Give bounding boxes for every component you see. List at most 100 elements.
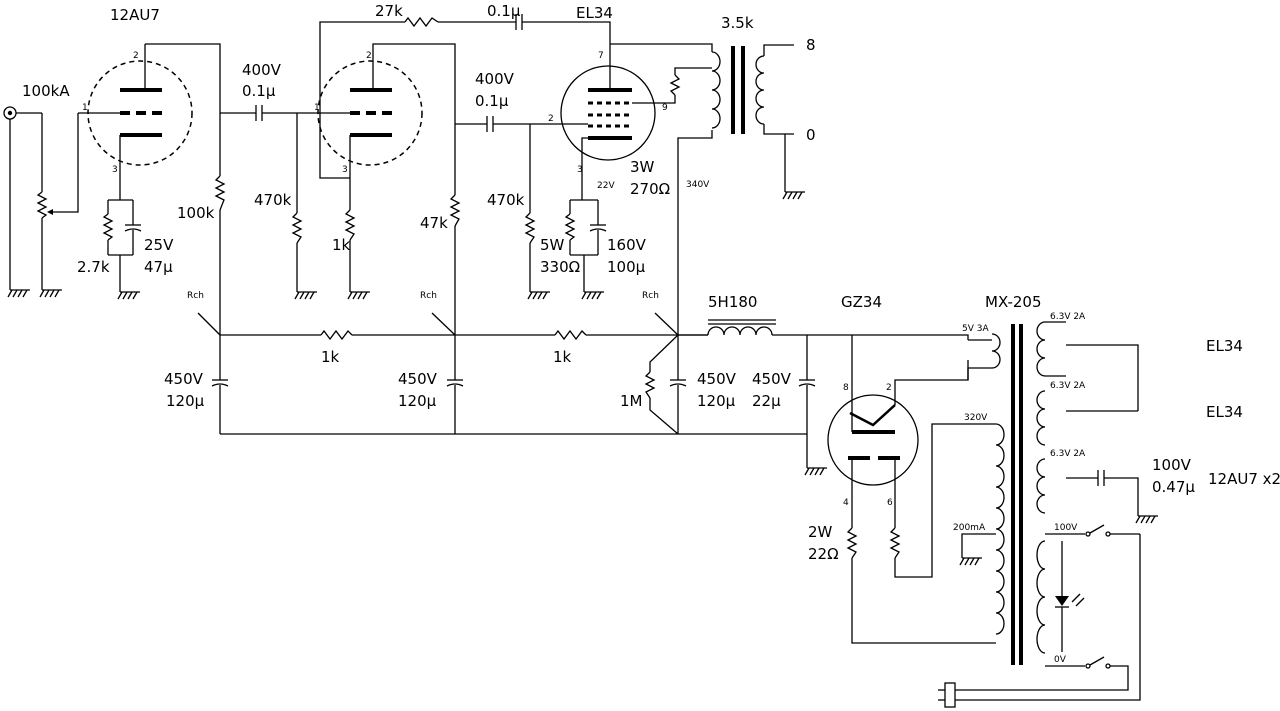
power-transformer: MX-205 5V 3A 320V 200mA 6.3V 2A 6.3V 2A … (852, 293, 1195, 667)
winding-5v-label: 5V 3A (962, 324, 989, 334)
rail-resistor-1-label: 1k (321, 348, 340, 366)
heater-cap-voltage: 100V (1152, 456, 1192, 474)
screen-resistor-label: 270Ω (630, 180, 670, 198)
opt-tap-0: 0 (806, 126, 816, 144)
feedback-resistor-label: 27k (375, 2, 403, 20)
heater-el34-2: EL34 (1206, 403, 1243, 421)
b-plus-voltage: 340V (686, 180, 710, 190)
el34-cathode-network: 22V 5W 330Ω 160V 100μ (540, 181, 647, 300)
el34-screen-network: 3W 270Ω 340V (630, 67, 712, 198)
v1-plate-resistor-label: 100k (177, 204, 215, 222)
filter-cap-1-voltage: 450V (164, 370, 204, 388)
tube-gz34: GZ34 8 2 4 6 (827, 293, 969, 528)
el34-grid-resistor-label: 470k (487, 191, 525, 209)
el34-pin-grid: 2 (548, 114, 554, 124)
v1-cathode-cap-voltage: 25V (144, 236, 174, 254)
el34-pin-screen: 9 (662, 103, 668, 113)
choke: 5H180 (678, 293, 852, 336)
output-transformer: 3.5k 8 0 (711, 14, 816, 200)
el34-cathode-voltage: 22V (597, 181, 615, 191)
v2-pin-plate: 2 (366, 51, 372, 61)
gz34-pin-2: 2 (886, 383, 892, 393)
cap1-value: 0.1μ (242, 82, 276, 100)
v2-pin-cathode: 3 (342, 165, 348, 175)
filter-cap-2: 450V 120μ (398, 335, 464, 434)
cap1-voltage: 400V (242, 61, 282, 79)
primary-100v-label: 100V (1054, 523, 1078, 533)
coupling-cap-2: 400V 0.1μ (455, 70, 570, 132)
gz34-pin-8: 8 (843, 383, 849, 393)
el34-cathode-resistor-label: 330Ω (540, 258, 580, 276)
filter-cap-2-value: 120μ (398, 392, 437, 410)
el34-cathode-cap-value: 100μ (607, 258, 646, 276)
gz34-pin-4: 4 (843, 498, 849, 508)
choke-label: 5H180 (708, 293, 757, 311)
input-jack (3, 106, 42, 298)
el34-type: EL34 (576, 4, 613, 22)
rect-resistor-label: 22Ω (808, 545, 839, 563)
heater-cap-value: 0.47μ (1152, 478, 1195, 496)
winding-heater-3-label: 6.3V 2A (1050, 449, 1086, 459)
filter-cap-3-value: 120μ (697, 392, 736, 410)
feedback-network: 27k 0.1μ (319, 2, 611, 179)
power-transformer-model: MX-205 (985, 293, 1042, 311)
v2-cathode-resistor-label: 1k (332, 236, 351, 254)
v1-cathode-network: 2.7k 25V 47μ (77, 199, 174, 300)
bleeder-label: 1M (620, 392, 643, 410)
grid-resistor-1-label: 470k (254, 191, 292, 209)
winding-200ma-label: 200mA (953, 523, 986, 533)
screen-resistor-watt: 3W (630, 158, 655, 176)
rch-1: Rch (187, 291, 204, 301)
v1-type: 12AU7 (110, 6, 160, 24)
rch-2: Rch (420, 291, 437, 301)
tube-v2: 2 1 3 (314, 51, 423, 175)
gz34-pin-6: 6 (887, 498, 893, 508)
tube-v1: 12AU7 2 1 3 (78, 6, 193, 175)
v2-pin-grid: 1 (314, 103, 320, 113)
v2-plate-resistor: 47k (420, 194, 461, 335)
v1-pin-plate: 2 (133, 51, 139, 61)
rect-resistor-watt: 2W (808, 523, 833, 541)
mains-switch-and-led (938, 524, 1141, 708)
opt-impedance: 3.5k (721, 14, 754, 32)
coupling-cap-1: 400V 0.1μ (220, 61, 318, 121)
el34-grid-resistor: 470k (487, 124, 551, 300)
v1-cathode-resistor-label: 2.7k (77, 258, 110, 276)
volume-pot: 100kA (22, 82, 79, 298)
filter-cap-2-voltage: 450V (398, 370, 438, 388)
rail-resistor-2-label: 1k (553, 348, 572, 366)
rch-markers: Rch Rch Rch (187, 291, 679, 336)
cap2-value: 0.1μ (475, 92, 509, 110)
primary-0v-label: 0V (1054, 655, 1067, 665)
el34-cathode-cap-voltage: 160V (607, 236, 647, 254)
v1-plate-resistor: 100k (177, 175, 226, 335)
tube-el34: EL34 7 9 2 3 (548, 4, 668, 175)
filter-cap-4-value: 22μ (752, 392, 781, 410)
winding-heater-1-label: 6.3V 2A (1050, 312, 1086, 322)
filter-cap-1: 450V 120μ (164, 335, 229, 434)
heater-12au7: 12AU7 x2 (1208, 470, 1280, 488)
filter-cap-1-value: 120μ (166, 392, 205, 410)
el34-pin-plate: 7 (598, 51, 604, 61)
gz34-type: GZ34 (841, 293, 882, 311)
v1-cathode-cap-value: 47μ (144, 258, 173, 276)
heater-el34-1: EL34 (1206, 337, 1243, 355)
winding-320v-label: 320V (964, 413, 988, 423)
winding-heater-2-label: 6.3V 2A (1050, 381, 1086, 391)
v1-pin-cathode: 3 (112, 165, 118, 175)
v2-cathode-resistor: 1k (332, 209, 371, 300)
v2-plate-resistor-label: 47k (420, 214, 448, 232)
v2-grid-resistor: 470k (254, 113, 318, 300)
pot-label: 100kA (22, 82, 70, 100)
feedback-cap-label: 0.1μ (487, 2, 521, 20)
rch-3: Rch (642, 291, 659, 301)
filter-cap-4: 450V 22μ (752, 335, 828, 476)
opt-tap-8: 8 (806, 36, 816, 54)
filter-cap-3-voltage: 450V (697, 370, 737, 388)
filter-cap-4-voltage: 450V (752, 370, 792, 388)
el34-cathode-resistor-watt: 5W (540, 236, 565, 254)
rectifier-resistors: 2W 22Ω (808, 423, 968, 644)
el34-pin-cathode: 3 (577, 165, 583, 175)
b-plus-rail: 1k 1k (220, 329, 708, 366)
